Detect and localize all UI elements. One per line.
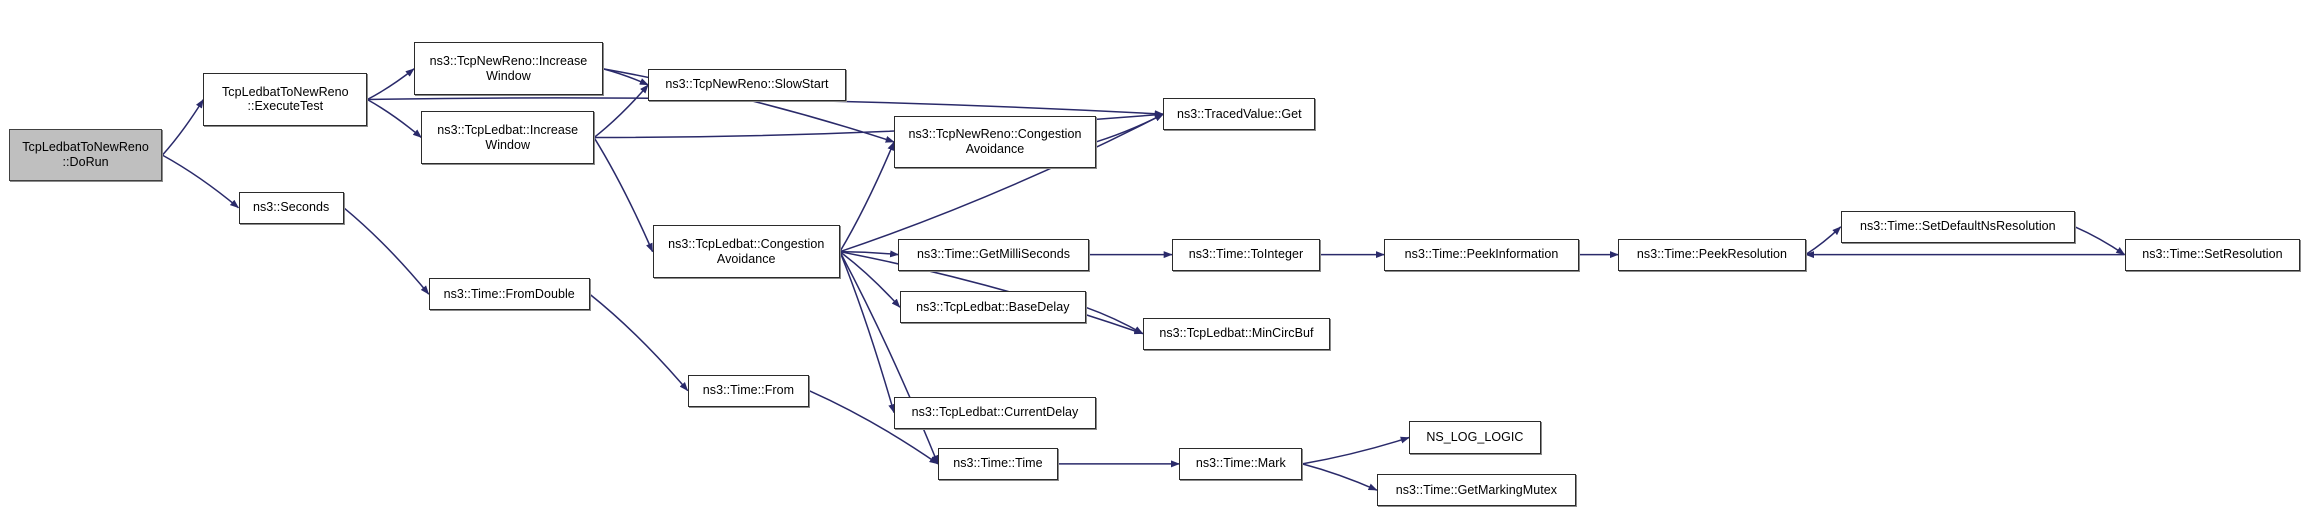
graph-edge-n21-n22	[1805, 226, 1842, 256]
graph-node-n6[interactable]: ns3::TcpNewReno::Congestion Avoidance	[894, 115, 1096, 169]
graph-edge-n9-n11	[839, 251, 901, 308]
graph-edge-n16-n18	[1302, 463, 1378, 491]
graph-node-n12[interactable]: ns3::TcpLedbat::MinCircBuf	[1142, 317, 1331, 350]
graph-edge-n22-n23	[2074, 226, 2126, 256]
graph-node-n10[interactable]: ns3::Time::GetMilliSeconds	[898, 238, 1089, 271]
graph-node-n14[interactable]: ns3::Time::From	[687, 374, 810, 407]
graph-node-n18[interactable]: ns3::Time::GetMarkingMutex	[1376, 474, 1576, 507]
graph-node-n11[interactable]: ns3::TcpLedbat::BaseDelay	[899, 291, 1086, 324]
graph-edge-n11-n12	[1085, 306, 1144, 335]
graph-edge-n3-n5	[602, 68, 649, 86]
graph-edge-n6-n7	[1095, 113, 1164, 143]
graph-node-n8[interactable]: ns3::Time::FromDouble	[428, 278, 590, 311]
graph-node-n9[interactable]: ns3::TcpLedbat::Congestion Avoidance	[652, 225, 840, 278]
graph-node-n4[interactable]: ns3::TcpLedbat::Increase Window	[421, 111, 595, 164]
graph-edge-n9-n6	[839, 141, 895, 253]
graph-node-n13[interactable]: ns3::TcpLedbat::CurrentDelay	[894, 396, 1096, 429]
graph-edge-n16-n17	[1302, 436, 1410, 465]
graph-node-n7[interactable]: ns3::TracedValue::Get	[1163, 98, 1316, 131]
graph-node-n19[interactable]: ns3::Time::ToInteger	[1172, 238, 1320, 271]
graph-node-n16[interactable]: ns3::Time::Mark	[1179, 447, 1303, 480]
graph-node-n3[interactable]: ns3::TcpNewReno::Increase Window	[414, 42, 603, 96]
graph-node-n5[interactable]: ns3::TcpNewReno::SlowStart	[648, 68, 846, 101]
graph-edge-n0-n1	[161, 98, 205, 156]
graph-node-n23[interactable]: ns3::Time::SetResolution	[2124, 238, 2301, 271]
graph-edge-n9-n15	[839, 251, 939, 465]
graph-node-n20[interactable]: ns3::Time::PeekInformation	[1384, 238, 1579, 271]
graph-edge-n4-n9	[593, 137, 654, 253]
graph-node-n2[interactable]: ns3::Seconds	[238, 191, 344, 224]
graph-node-n22[interactable]: ns3::Time::SetDefaultNsResolution	[1840, 210, 2075, 243]
graph-node-n17[interactable]: NS_LOG_LOGIC	[1409, 421, 1541, 454]
graph-node-n15[interactable]: ns3::Time::Time	[937, 447, 1058, 480]
graph-node-n1[interactable]: TcpLedbatToNewReno ::ExecuteTest	[203, 73, 368, 126]
graph-edge-n1-n4	[366, 98, 422, 139]
graph-edge-n9-n13	[839, 251, 896, 414]
graph-node-n21[interactable]: ns3::Time::PeekResolution	[1618, 238, 1806, 271]
graph-edge-n1-n3	[366, 68, 415, 101]
graph-node-n0[interactable]: TcpLedbatToNewReno ::DoRun	[8, 128, 163, 182]
graph-edge-n2-n8	[343, 207, 430, 295]
graph-edge-n8-n14	[589, 293, 689, 392]
graph-edge-n0-n2	[162, 154, 239, 209]
graph-edge-n9-n10	[839, 250, 900, 258]
